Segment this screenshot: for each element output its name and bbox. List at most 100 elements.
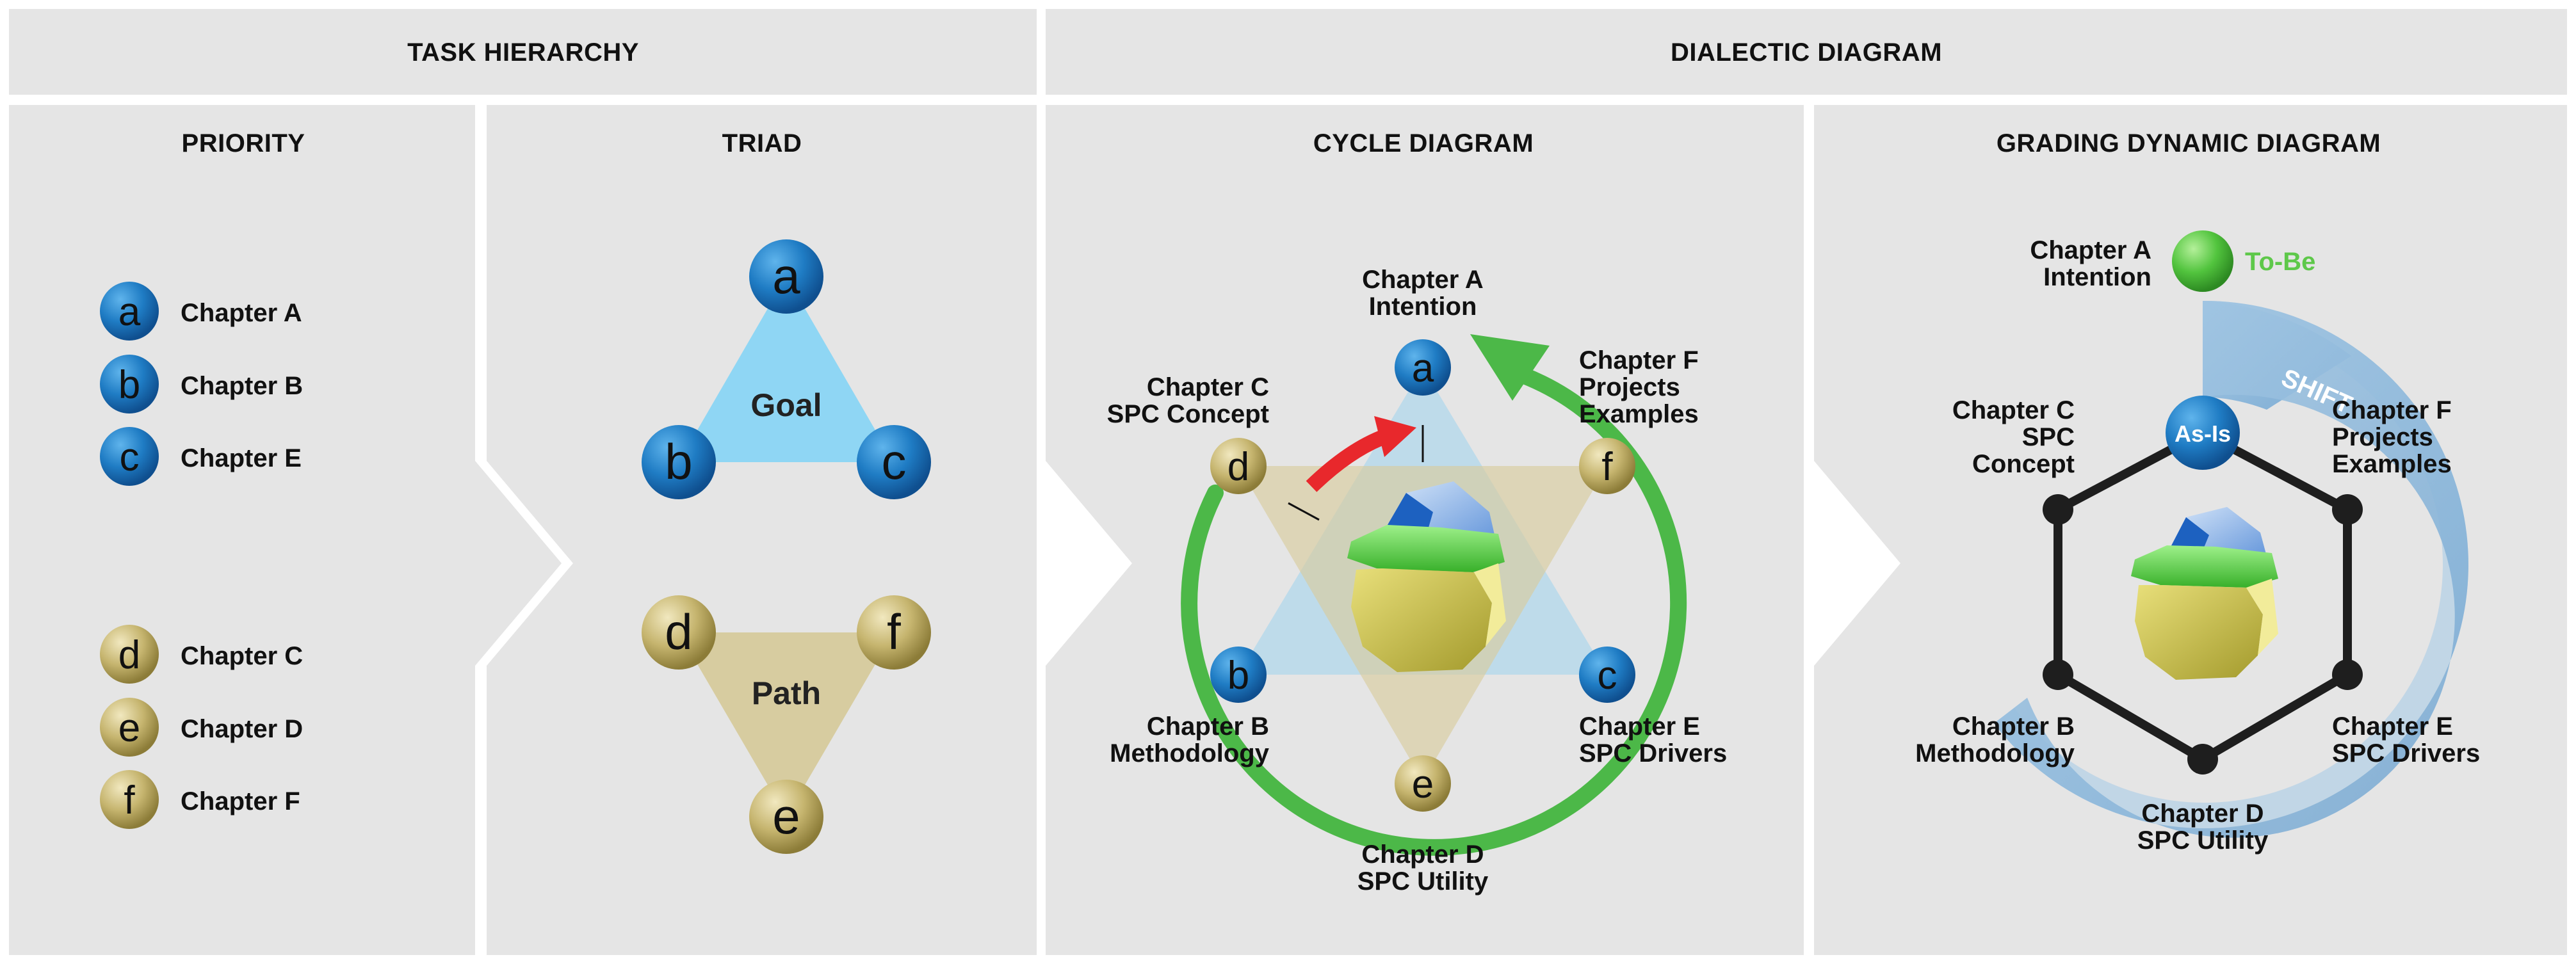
label-chapter-f-sub: Projects — [1579, 373, 1680, 401]
node-letter: a — [118, 290, 141, 334]
cycle-node-e — [1395, 755, 1451, 812]
label-chapter-c-sub: SPC — [2022, 423, 2075, 451]
label-chapter-e-sub: SPC Drivers — [1579, 739, 1727, 767]
label-chapter-c: Chapter C — [1952, 396, 2075, 424]
path-triangle — [679, 632, 894, 817]
cycle-green-arrowhead — [1470, 334, 1550, 401]
node-letter: c — [882, 433, 907, 490]
list-item: d Chapter C — [100, 625, 303, 684]
cycle-red-arrow — [1306, 428, 1391, 492]
node-letter: f — [887, 604, 901, 660]
node-letter: a — [772, 248, 800, 304]
goal-node-b — [642, 425, 716, 499]
node-letter: e — [772, 788, 800, 844]
label-chapter-d-sub: SPC Utility — [2137, 826, 2269, 855]
node-letter: f — [124, 778, 135, 823]
cycle-green-arrow — [1181, 367, 1687, 856]
node-letter: d — [1227, 445, 1249, 489]
polyhedron-icon — [1347, 481, 1506, 672]
item-label: Chapter D — [181, 715, 303, 743]
node-letter: c — [120, 435, 140, 479]
panel-title-triad: TRIAD — [722, 129, 802, 157]
header-task-hierarchy-bg — [9, 9, 1037, 95]
cycle-node-a — [1395, 339, 1451, 396]
node-f — [100, 770, 159, 829]
hex-vertex — [2332, 494, 2363, 525]
node-letter: b — [1227, 654, 1249, 698]
item-label: Chapter E — [181, 444, 302, 472]
list-item: b Chapter B — [100, 355, 303, 414]
label-chapter-f: Chapter F — [1579, 346, 1699, 374]
triad-goal: Goal a b c — [642, 239, 931, 499]
item-label: Chapter C — [181, 642, 303, 670]
list-item: a Chapter A — [100, 282, 302, 341]
item-label: Chapter F — [181, 787, 300, 815]
hex-vertex — [2332, 659, 2363, 690]
path-label: Path — [752, 675, 821, 711]
panel-title-grading: GRADING DYNAMIC DIAGRAM — [1997, 129, 2381, 157]
cycle-diagram: a d f b c e Chapter A Intention Chapter … — [1107, 266, 1728, 896]
to-be-label: To-Be — [2245, 248, 2315, 276]
label-chapter-f: Chapter F — [2332, 396, 2452, 424]
priority-arrow-tip — [475, 105, 562, 955]
goal-node-c — [857, 425, 931, 499]
list-item: e Chapter D — [100, 698, 303, 757]
node-letter: a — [1412, 346, 1434, 390]
cycle-node-c — [1579, 647, 1635, 703]
header-dialectic-bg — [1046, 9, 2567, 95]
label-chapter-f-sub2: Examples — [1579, 400, 1699, 428]
list-item: c Chapter E — [100, 427, 302, 486]
node-c — [100, 427, 159, 486]
path-node-f — [857, 595, 931, 670]
goal-triangle — [679, 277, 894, 462]
label-chapter-d-sub: SPC Utility — [1357, 867, 1489, 896]
label-chapter-a: Chapter A — [2030, 236, 2151, 264]
node-e — [100, 698, 159, 757]
panel-triad — [487, 105, 1037, 955]
path-node-e — [749, 780, 823, 854]
header-dialectic-diagram: DIALECTIC DIAGRAM — [1671, 38, 1942, 67]
label-chapter-e: Chapter E — [2332, 712, 2453, 741]
panel-title-priority: PRIORITY — [182, 129, 305, 157]
priority-list-blue: a Chapter A b Chapter B c Chapter E — [100, 282, 303, 486]
item-label: Chapter B — [181, 372, 303, 400]
grading-diagram: SHIFT As-Is To-Be Chapter A Intention Ch… — [1915, 230, 2480, 855]
connector-line — [1288, 502, 1320, 521]
panel-priority — [9, 105, 475, 955]
node-letter: e — [1412, 762, 1434, 807]
path-node-d — [642, 595, 716, 670]
polyhedron-icon — [2131, 507, 2278, 680]
label-chapter-d: Chapter D — [1361, 840, 1484, 869]
goal-label: Goal — [750, 387, 822, 423]
label-chapter-b-sub: Methodology — [1915, 739, 2075, 767]
label-chapter-b: Chapter B — [1147, 712, 1269, 741]
hex-vertex — [2043, 659, 2073, 690]
label-chapter-a-sub: Intention — [2043, 263, 2151, 291]
label-chapter-d: Chapter D — [2141, 799, 2264, 828]
to-be-node — [2172, 230, 2233, 292]
label-chapter-f-sub: Projects — [2332, 423, 2433, 451]
cycle-node-b — [1210, 647, 1267, 703]
item-label: Chapter A — [181, 299, 302, 327]
goal-node-a — [749, 239, 823, 314]
node-b — [100, 355, 159, 414]
label-chapter-e-sub: SPC Drivers — [2332, 739, 2480, 767]
label-chapter-b: Chapter B — [1952, 712, 2075, 741]
triad-path: Path d f e — [642, 595, 931, 854]
node-d — [100, 625, 159, 684]
cycle-node-d — [1210, 438, 1267, 494]
hex-vertex — [2187, 744, 2218, 775]
node-letter: e — [118, 706, 140, 750]
label-chapter-b-sub: Methodology — [1110, 739, 1270, 767]
hex-vertex — [2043, 494, 2073, 525]
label-chapter-c-sub2: Concept — [1972, 450, 2075, 478]
panel-title-cycle: CYCLE DIAGRAM — [1313, 129, 1534, 157]
node-letter: c — [1598, 654, 1617, 698]
node-letter: d — [118, 633, 140, 677]
label-chapter-a: Chapter A — [1362, 266, 1484, 294]
label-chapter-f-sub2: Examples — [2332, 450, 2452, 478]
node-a — [100, 282, 159, 341]
as-is-node — [2166, 396, 2240, 470]
label-chapter-a-sub: Intention — [1369, 293, 1477, 321]
